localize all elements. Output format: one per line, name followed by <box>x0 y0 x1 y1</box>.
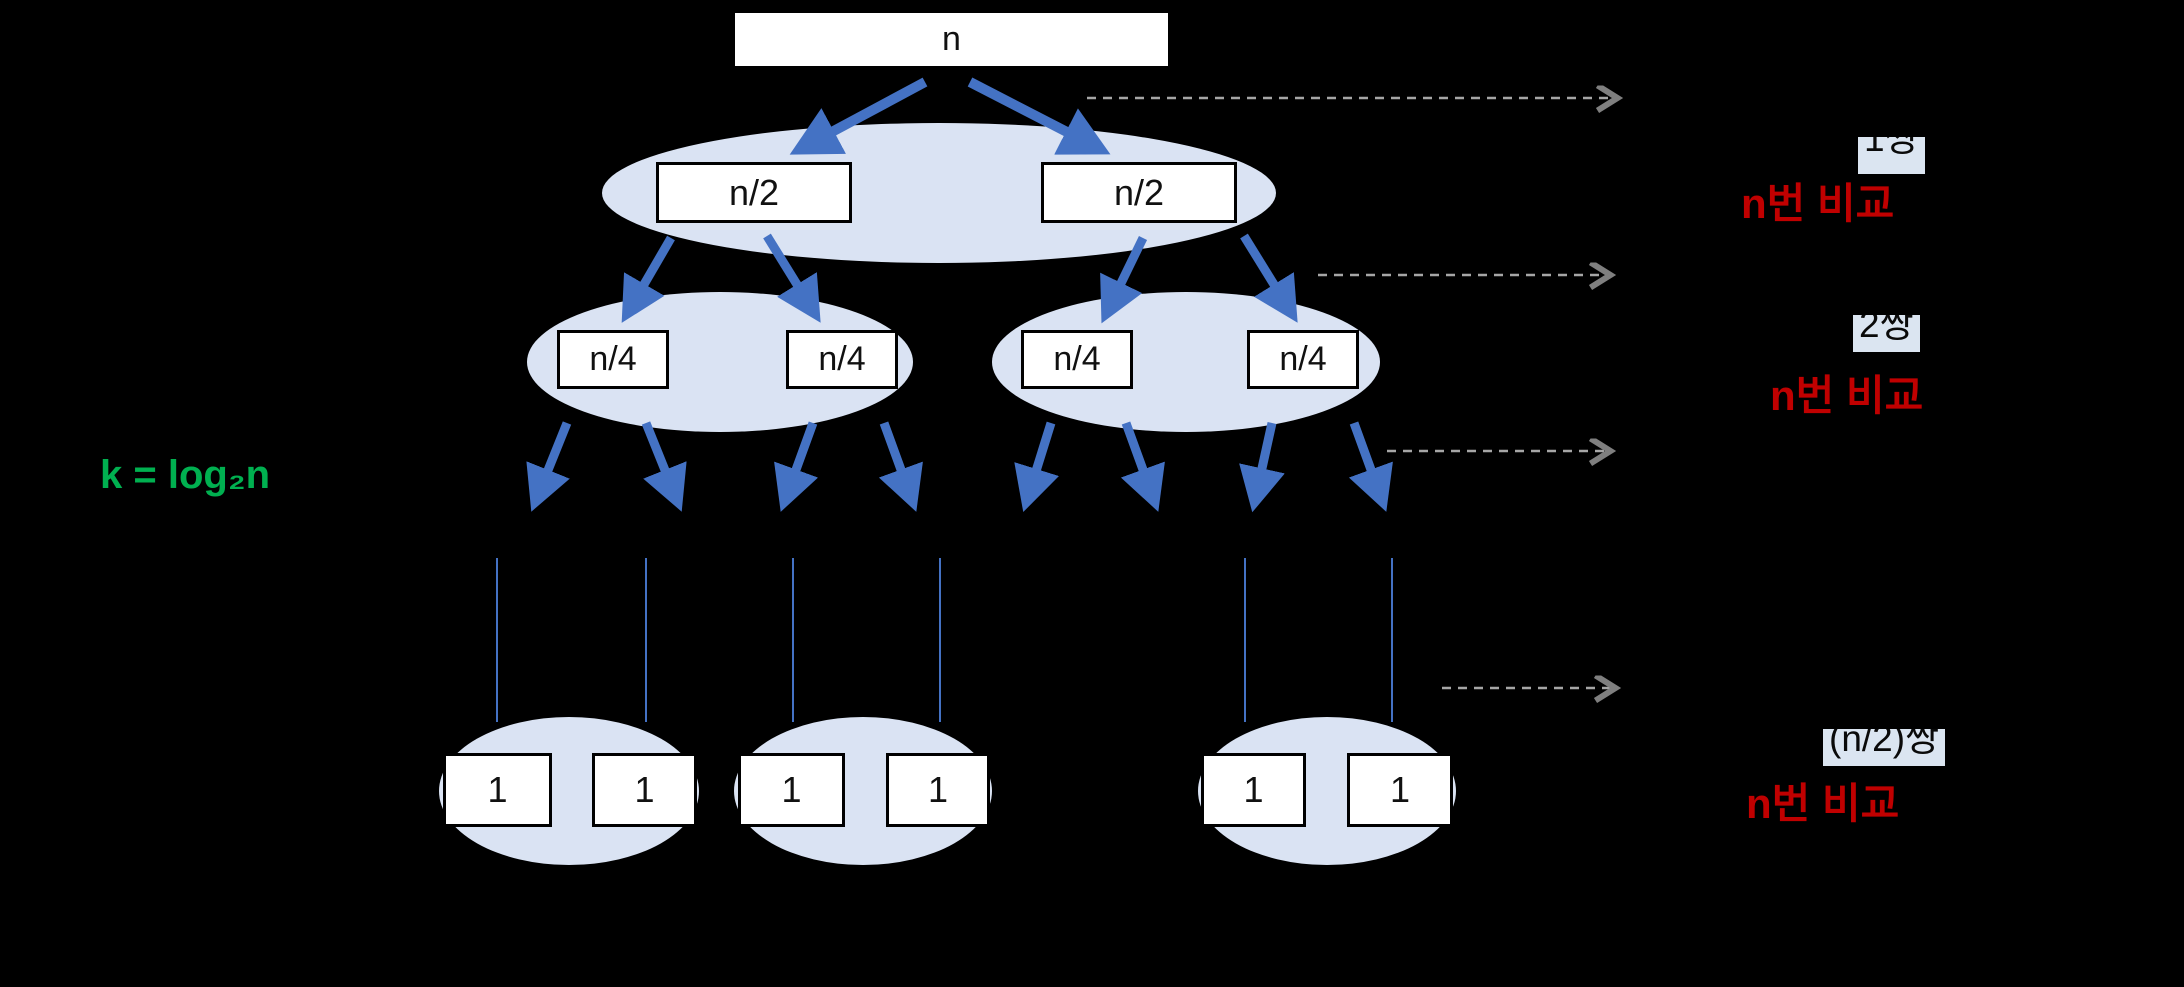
tree-node-leaf-4: 1 <box>886 753 990 827</box>
tree-node-leaf-5: 1 <box>1201 753 1306 827</box>
tree-node-leaf-1: 1 <box>443 753 552 827</box>
split-arrow-icon <box>763 233 821 323</box>
tree-node-quarter-2: n/4 <box>786 330 898 389</box>
tree-node-root: n <box>732 10 1171 69</box>
tree-node-half-left: n/2 <box>656 162 852 223</box>
comparison-count-label-leaf-level: n번 비교 <box>1746 780 1900 827</box>
split-arrow-icon <box>526 421 572 512</box>
split-arrow-icon <box>1348 421 1393 512</box>
split-arrow-icon <box>621 235 675 323</box>
split-arrow-icon <box>967 77 1111 155</box>
pair-ellipse-level2 <box>602 123 1276 263</box>
split-arrow-icon <box>641 421 687 512</box>
split-arrow-icon <box>1014 421 1059 513</box>
split-arrow-icon <box>774 421 819 512</box>
tree-node-quarter-3: n/4 <box>1021 330 1133 389</box>
tree-node-leaf-2: 1 <box>592 753 697 827</box>
tree-node-leaf-3: 1 <box>738 753 845 827</box>
pair-count-badge-leaf-level: (n/2)쌍 <box>1823 729 1946 766</box>
pair-ellipse-level3-left <box>527 292 913 432</box>
split-arrow-icon <box>1120 421 1165 512</box>
tree-node-quarter-1: n/4 <box>557 330 669 389</box>
split-arrow-icon <box>1239 422 1285 513</box>
comparison-count-label-level1: n번 비교 <box>1741 180 1895 227</box>
split-arrow-icon <box>878 421 923 512</box>
pair-count-badge-level2: 2쌍 <box>1853 315 1920 352</box>
tree-node-quarter-4: n/4 <box>1247 330 1359 389</box>
split-arrow-icon <box>1100 236 1148 324</box>
depth-formula-label: k = log₂n <box>100 453 271 497</box>
tree-node-leaf-6: 1 <box>1347 753 1453 827</box>
pair-count-badge-level1: 1쌍 <box>1858 137 1925 174</box>
split-arrow-icon <box>1240 233 1298 323</box>
split-arrow-icon <box>789 77 928 155</box>
pair-ellipse-level3-right <box>992 292 1380 432</box>
tree-node-half-right: n/2 <box>1041 162 1237 223</box>
comparison-count-label-level2: n번 비교 <box>1770 372 1924 419</box>
